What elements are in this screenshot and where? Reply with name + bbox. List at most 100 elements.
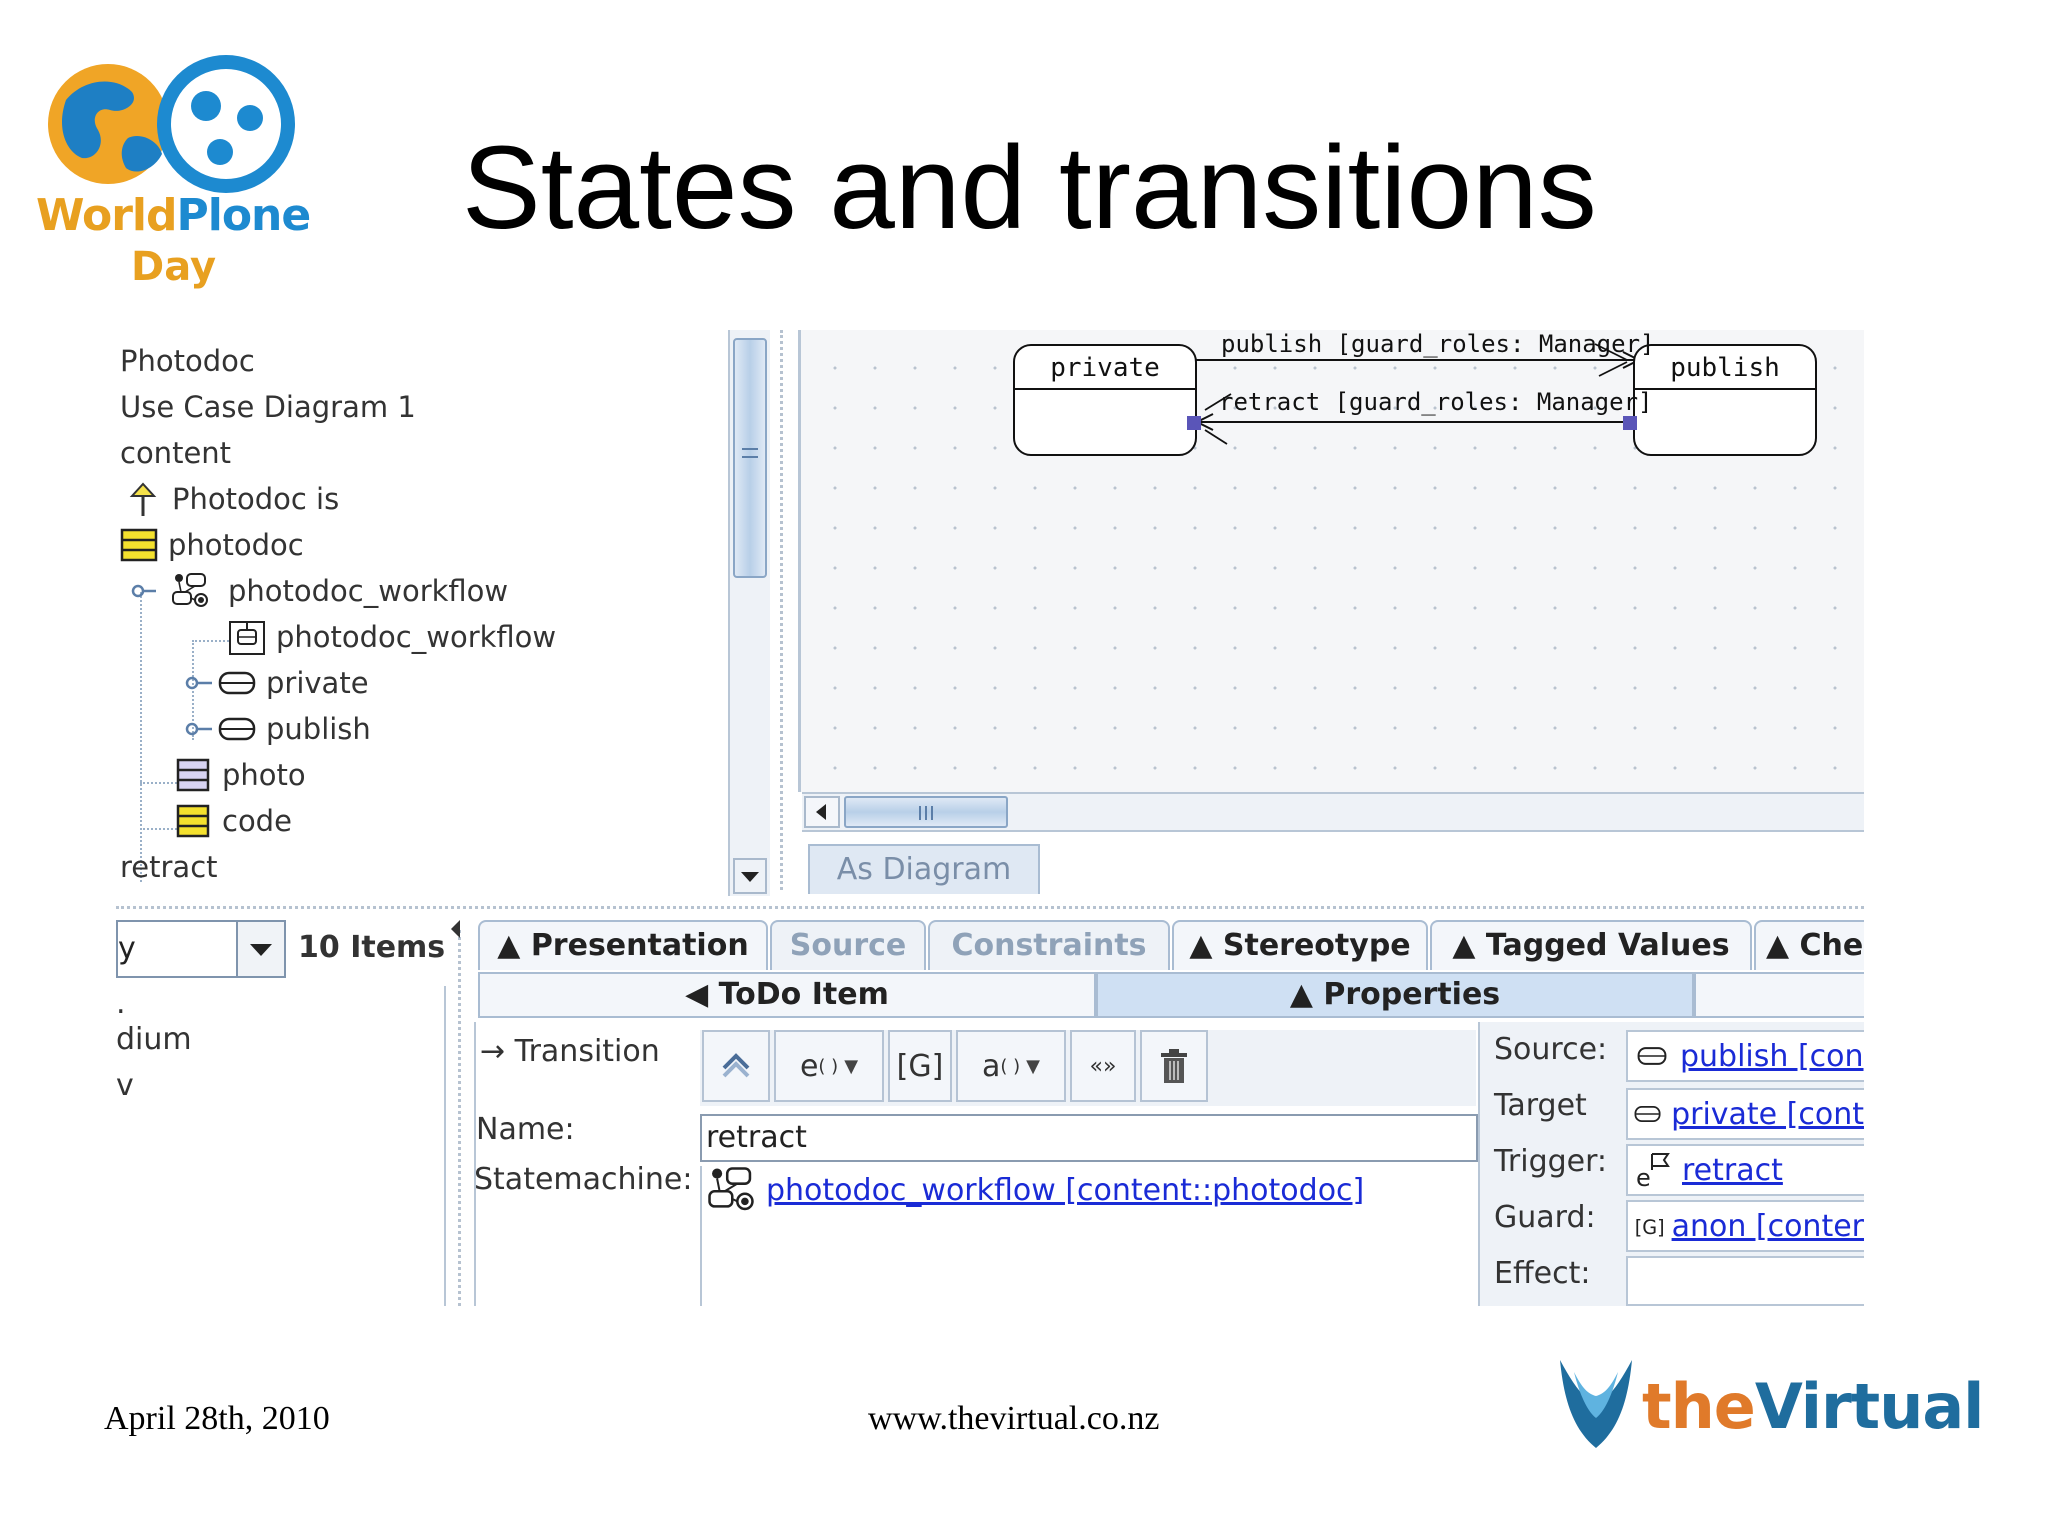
guard-icon: [G] bbox=[1635, 1216, 1664, 1239]
tree-scrollbar[interactable] bbox=[728, 330, 770, 896]
dropdown-caret-icon: ▼ bbox=[1026, 1055, 1040, 1077]
new-guard-button[interactable]: [G] bbox=[888, 1030, 952, 1102]
tree-item[interactable]: photo bbox=[174, 752, 306, 798]
transition-retract-label[interactable]: retract [guard_roles: Manager] bbox=[1219, 388, 1653, 416]
svg-text:e: e bbox=[1636, 1164, 1651, 1190]
model-tree[interactable]: Photodoc Use Case Diagram 1 content Phot… bbox=[116, 330, 728, 896]
footer-url: www.thevirtual.co.nz bbox=[868, 1400, 1160, 1437]
svg-text:[G]: [G] bbox=[1635, 1216, 1664, 1239]
state-private[interactable]: private bbox=[1013, 344, 1197, 456]
element-type-label: → Transition bbox=[480, 1034, 660, 1069]
tab-strip-filler bbox=[1694, 972, 1864, 1018]
dropdown-caret-icon: ▼ bbox=[844, 1055, 859, 1077]
tree-item[interactable]: Photodoc is bbox=[124, 476, 339, 522]
list-item[interactable]: dium bbox=[116, 1022, 192, 1057]
effect-label: Effect: bbox=[1494, 1256, 1591, 1291]
tree-item[interactable]: retract bbox=[120, 850, 218, 884]
tree-expander-icon[interactable] bbox=[184, 714, 214, 744]
transition-publish-label[interactable]: publish [guard_roles: Manager] bbox=[1221, 330, 1655, 358]
tab-tagged-values[interactable]: ▲ Tagged Values bbox=[1430, 920, 1752, 970]
tree-connector bbox=[192, 640, 194, 740]
state-icon bbox=[218, 717, 256, 741]
tree-expander-icon[interactable] bbox=[184, 668, 214, 698]
state-icon bbox=[1637, 1047, 1667, 1065]
state-name: publish bbox=[1635, 346, 1815, 390]
scrollbar-thumb[interactable] bbox=[844, 796, 1008, 828]
new-guard-icon: [G] bbox=[896, 1048, 944, 1084]
list-item[interactable]: v bbox=[116, 1068, 134, 1103]
new-event-button[interactable]: e( )▼ bbox=[774, 1030, 884, 1102]
tab-presentation[interactable]: ▲ Presentation bbox=[478, 920, 768, 970]
statemachine-field: photodoc_workflow [content::photodoc] bbox=[700, 1166, 1478, 1306]
grip-icon bbox=[919, 806, 933, 820]
arrow-left-icon bbox=[816, 804, 826, 820]
navigate-up-button[interactable] bbox=[702, 1030, 770, 1102]
new-stereotype-button[interactable]: «» bbox=[1070, 1030, 1136, 1102]
splitter[interactable] bbox=[780, 330, 790, 890]
trigger-link[interactable]: retract bbox=[1682, 1152, 1783, 1188]
selection-handle[interactable] bbox=[1187, 416, 1201, 430]
tree-item[interactable]: Use Case Diagram 1 bbox=[120, 390, 416, 424]
tree-item[interactable]: photodoc bbox=[120, 522, 304, 568]
grip-icon bbox=[742, 448, 758, 458]
splitter[interactable] bbox=[458, 930, 466, 1306]
todo-list[interactable]: . dium v bbox=[116, 986, 446, 1306]
tree-connector bbox=[140, 592, 142, 882]
footer-date: April 28th, 2010 bbox=[104, 1400, 330, 1437]
tab-source[interactable]: Source bbox=[770, 920, 926, 970]
tree-item[interactable]: photodoc_workflow bbox=[228, 614, 556, 660]
guard-link[interactable]: anon [conter bbox=[1671, 1208, 1864, 1244]
logo-wordmark: theVirtual bbox=[1642, 1370, 1984, 1443]
class-icon bbox=[120, 528, 158, 562]
source-link[interactable]: publish [con bbox=[1680, 1038, 1864, 1074]
effect-field[interactable] bbox=[1626, 1256, 1864, 1306]
guard-field: [G] anon [conter bbox=[1626, 1200, 1864, 1252]
source-label: Source: bbox=[1494, 1032, 1608, 1067]
diagram-horizontal-scrollbar[interactable] bbox=[802, 792, 1864, 832]
tab-properties[interactable]: ▲ Properties bbox=[1096, 972, 1694, 1018]
splitter[interactable] bbox=[116, 906, 1864, 909]
new-action-button[interactable]: a( )▼ bbox=[956, 1030, 1066, 1102]
delete-icon bbox=[1161, 1049, 1187, 1083]
state-publish[interactable]: publish bbox=[1633, 344, 1817, 456]
tree-item[interactable]: content bbox=[120, 436, 232, 470]
tab-checklist[interactable]: ▲ Che bbox=[1754, 920, 1864, 970]
scroll-left-button[interactable] bbox=[804, 796, 840, 828]
target-label: Target bbox=[1494, 1088, 1587, 1123]
tree-connector bbox=[140, 828, 180, 830]
name-field[interactable]: retract bbox=[700, 1114, 1478, 1162]
properties-toolbar: e( )▼ [G] a( )▼ «» bbox=[700, 1030, 1476, 1106]
tree-item[interactable]: publish bbox=[184, 706, 371, 752]
new-stereotype-icon: «» bbox=[1089, 1053, 1117, 1079]
tree-item[interactable]: code bbox=[174, 798, 292, 844]
statemachine-link[interactable]: photodoc_workflow [content::photodoc] bbox=[766, 1172, 1365, 1208]
tab-as-diagram[interactable]: As Diagram bbox=[808, 844, 1040, 894]
arrow-down-icon bbox=[741, 872, 759, 882]
navigate-up-icon bbox=[722, 1053, 750, 1078]
selection-handle[interactable] bbox=[1623, 416, 1637, 430]
scrollbar-thumb[interactable] bbox=[733, 338, 767, 578]
tab-todo-item[interactable]: ◀ ToDo Item bbox=[478, 972, 1096, 1018]
delete-button[interactable] bbox=[1140, 1030, 1208, 1102]
list-item[interactable]: . bbox=[116, 986, 126, 1021]
scroll-down-button[interactable] bbox=[733, 858, 767, 894]
diagram-canvas[interactable]: private publish publish [guard_roles: Ma… bbox=[798, 330, 1864, 792]
tab-constraints[interactable]: Constraints bbox=[928, 920, 1170, 970]
source-field: publish [con bbox=[1626, 1030, 1864, 1082]
tree-item[interactable]: photodoc_workflow bbox=[128, 568, 508, 614]
combo-dropdown-button[interactable] bbox=[236, 920, 286, 978]
tree-item[interactable]: Photodoc bbox=[120, 344, 255, 378]
statemachine-icon bbox=[172, 573, 208, 607]
collapse-left-icon[interactable] bbox=[448, 918, 464, 940]
target-link[interactable]: private [cont bbox=[1671, 1096, 1864, 1132]
tab-stereotype[interactable]: ▲ Stereotype bbox=[1172, 920, 1428, 970]
arrow-down-icon bbox=[250, 944, 272, 956]
tree-item[interactable]: private bbox=[184, 660, 369, 706]
trigger-field: e retract bbox=[1626, 1144, 1864, 1196]
statemachine-icon bbox=[708, 1167, 754, 1211]
statemachine-label: Statemachine: bbox=[474, 1162, 693, 1197]
slide-title: States and transitions bbox=[462, 122, 1597, 254]
state-diagram-icon bbox=[229, 621, 265, 655]
trigger-label: Trigger: bbox=[1494, 1144, 1608, 1179]
tree-expander-icon[interactable] bbox=[128, 576, 158, 606]
